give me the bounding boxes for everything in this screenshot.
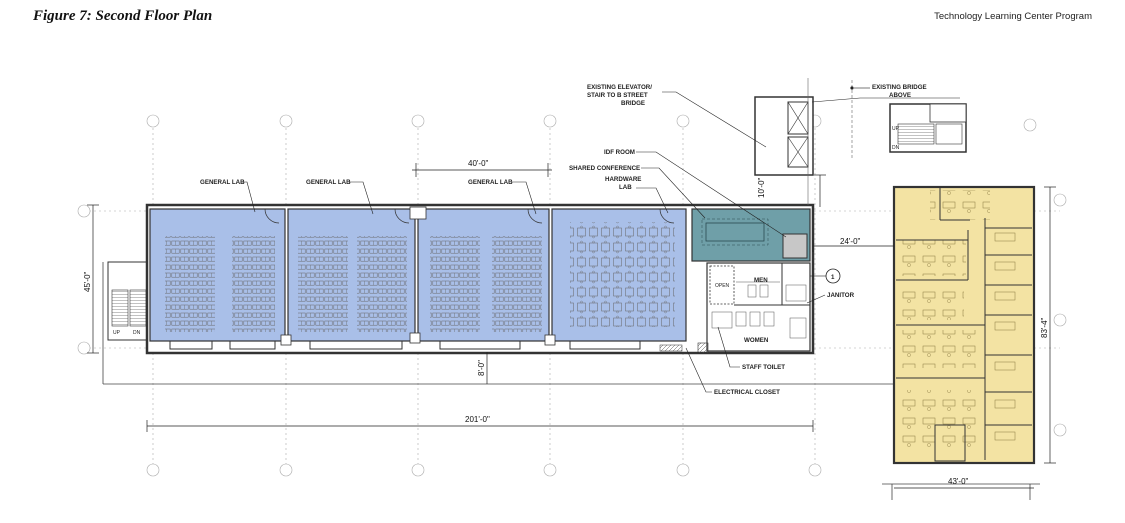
label-hardware-2: LAB: [619, 184, 632, 191]
label-general-lab-2: GENERAL LAB: [306, 179, 351, 186]
dim-8: 8'-0": [477, 360, 486, 376]
dim-201: 201'-0": [465, 415, 490, 424]
bridge-down-label: DN: [892, 145, 900, 151]
label-bridge-2: ABOVE: [889, 92, 911, 99]
label-open: OPEN: [715, 283, 730, 289]
label-janitor: JANITOR: [827, 292, 855, 299]
terrace-outline: [102, 262, 1040, 500]
dimension-texts: 40'-0" 45'-0" 10'-0" 24'-0" 8'-0" 201'-0…: [83, 159, 1049, 486]
dim-24: 24'-0": [840, 237, 861, 246]
label-electrical-closet: ELECTRICAL CLOSET: [714, 389, 780, 396]
general-labs: [149, 206, 687, 350]
west-stair: UP DN: [107, 261, 149, 341]
label-men: MEN: [754, 277, 768, 284]
restroom-core: [659, 262, 811, 354]
label-hardware-1: HARDWARE: [605, 176, 641, 183]
bridge-up-label: UP: [892, 126, 900, 132]
existing-bridge: UP DN: [851, 80, 967, 160]
label-elevator-1: EXISTING ELEVATOR/: [587, 84, 652, 91]
stair-down-label: DN: [133, 330, 141, 336]
label-general-lab-3: GENERAL LAB: [468, 179, 513, 186]
stair-up-label: UP: [113, 330, 121, 336]
dim-43: 43'-0": [948, 477, 969, 486]
label-general-lab-1: GENERAL LAB: [200, 179, 245, 186]
shared-conference-room: [691, 208, 811, 262]
section-marker: 1: [831, 274, 835, 281]
label-elevator-2: STAIR TO B STREET: [587, 92, 648, 99]
column-grid: [77, 114, 1067, 477]
existing-elevator-tower: [754, 78, 814, 205]
label-women: WOMEN: [744, 337, 769, 344]
label-shared-conference: SHARED CONFERENCE: [569, 165, 640, 172]
room-labels: GENERAL LAB GENERAL LAB GENERAL LAB IDF …: [200, 84, 960, 396]
figure-title: Figure 7: Second Floor Plan: [33, 8, 213, 24]
label-idf-room: IDF ROOM: [604, 149, 635, 156]
label-elevator-3: BRIDGE: [621, 100, 645, 107]
dim-45: 45'-0": [83, 271, 92, 292]
dimension-lines: [87, 163, 1056, 489]
program-title: Technology Learning Center Program: [934, 11, 1092, 22]
office-wing: [892, 185, 1036, 465]
label-bridge-1: EXISTING BRIDGE: [872, 84, 927, 91]
dim-83: 83'-4": [1040, 317, 1049, 338]
label-staff-toilet: STAFF TOILET: [742, 364, 785, 371]
dim-10: 10'-0": [757, 177, 766, 198]
dim-40: 40'-0": [468, 159, 489, 168]
